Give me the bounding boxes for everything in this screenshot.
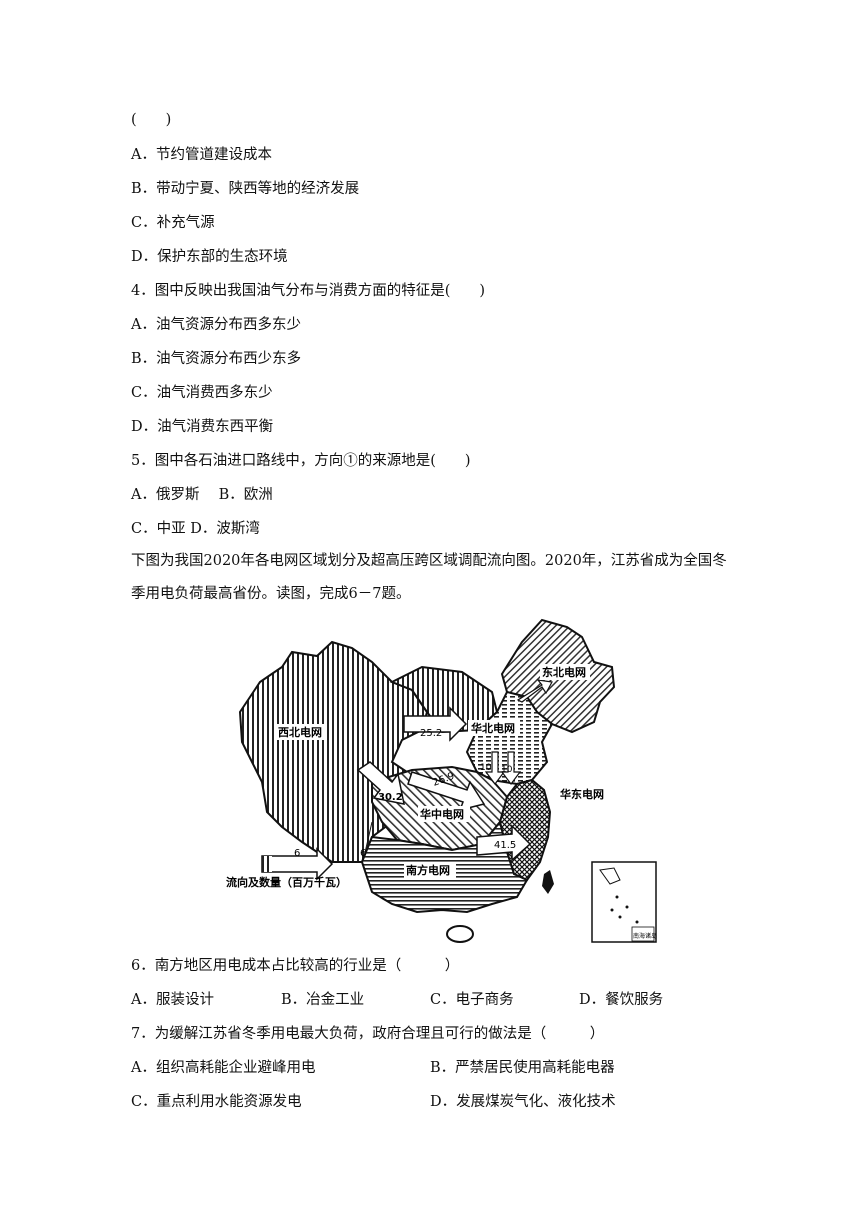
q7-option-b: B．严禁居民使用高耗能电器 <box>430 1060 615 1076</box>
q4-option-b: B．油气资源分布西少东多 <box>131 351 302 367</box>
q7-option-c: C．重点利用水能资源发电 <box>131 1094 302 1110</box>
q6-option-a: A．服装设计 <box>131 992 214 1008</box>
flow-label: 10 <box>501 765 513 775</box>
flow-label: 6 <box>360 848 366 859</box>
label-northwest: 西北电网 <box>278 725 322 739</box>
q5-stem: 5．图中各石油进口路线中，方向①的来源地是( ) <box>131 453 471 469</box>
power-grid-map: 25.2 26.9 30.2 10 10 41.5 6 6 西北电网 东北电网 … <box>226 618 657 943</box>
q3-option-b: B．带动宁夏、陕西等地的经济发展 <box>131 181 360 197</box>
label-north: 华北电网 <box>471 721 515 735</box>
label-central: 华中电网 <box>420 807 464 821</box>
flow-label: 41.5 <box>494 840 516 851</box>
q6-option-b: B．冶金工业 <box>281 992 365 1008</box>
q3-option-d: D．保护东部的生态环境 <box>131 249 288 265</box>
flow-label: 10 <box>480 763 492 773</box>
q6-stem: 6．南方地区用电成本占比较高的行业是（ ） <box>131 958 460 974</box>
q5-options-row2: C．中亚 D．波斯湾 <box>131 521 260 537</box>
q3-stem: ( ) <box>131 112 172 128</box>
flow-label: 6 <box>294 848 300 859</box>
q7-option-d: D．发展煤炭气化、液化技术 <box>430 1094 616 1110</box>
label-east: 华东电网 <box>560 787 604 801</box>
label-northeast: 东北电网 <box>542 665 586 679</box>
q7-stem: 7．为缓解江苏省冬季用电最大负荷，政府合理且可行的做法是（ ） <box>131 1026 605 1042</box>
map-legend: 流向及数量（百万千瓦） <box>226 847 347 889</box>
south-china-sea-inset: 南海诸岛 <box>591 861 657 943</box>
q7-option-a: A．组织高耗能企业避峰用电 <box>131 1060 316 1076</box>
q6-option-c: C．电子商务 <box>430 992 514 1008</box>
q5-options-row1: A．俄罗斯 B．欧洲 <box>131 487 273 503</box>
q3-option-a: A．节约管道建设成本 <box>131 147 272 163</box>
q3-option-c: C．补充气源 <box>131 215 215 231</box>
q4-option-d: D．油气消费东西平衡 <box>131 419 274 435</box>
label-south: 南方电网 <box>406 863 450 877</box>
inset-label: 南海诸岛 <box>633 932 657 940</box>
flow-label: 25.2 <box>420 728 442 739</box>
q4-stem: 4．图中反映出我国油气分布与消费方面的特征是( ) <box>131 283 486 299</box>
q4-option-a: A．油气资源分布西多东少 <box>131 317 301 333</box>
q6-option-d: D．餐饮服务 <box>579 992 664 1008</box>
legend-label: 流向及数量（百万千瓦） <box>226 875 347 889</box>
intro-paragraph: 下图为我国2020年各电网区域划分及超高压跨区域调配流向图。2020年，江苏省成… <box>131 553 727 602</box>
q4-option-c: C．油气消费西多东少 <box>131 385 273 401</box>
flow-label: 30.2 <box>378 792 403 803</box>
